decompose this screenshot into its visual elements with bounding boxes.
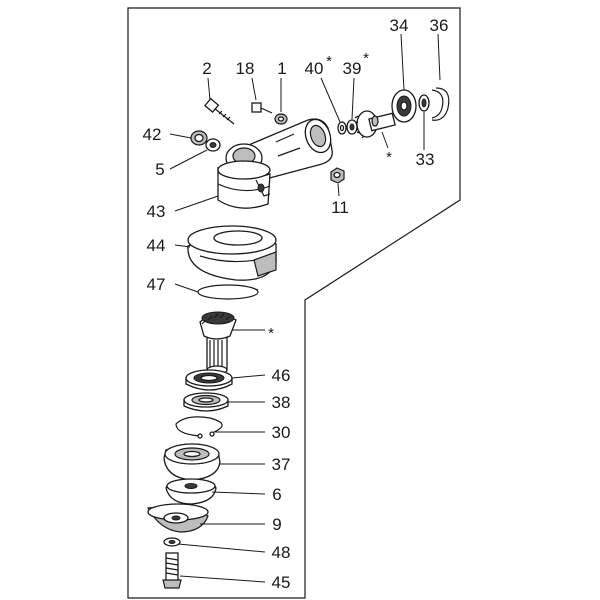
- circlip-47: [197, 284, 259, 300]
- callout-39-star: *: [363, 50, 369, 67]
- callout-39: 39: [343, 59, 362, 78]
- washer-40: [337, 121, 347, 135]
- circlip-30: [175, 416, 223, 439]
- bearing-34: [391, 89, 417, 123]
- circlip-36: [431, 87, 450, 121]
- gear-housing-43: [217, 118, 333, 209]
- bevel-gear: [199, 311, 237, 375]
- callout-40-star: *: [326, 53, 332, 70]
- washer-48: [163, 537, 181, 547]
- bolt-45: [162, 552, 182, 589]
- disc-6: [165, 478, 217, 505]
- leader-lines: [169, 33, 441, 583]
- screw-2: [204, 97, 235, 125]
- cup-9: [147, 503, 209, 533]
- callout-46: 46: [272, 366, 291, 385]
- pinion-star: *: [386, 149, 392, 166]
- callout-30: 30: [272, 423, 291, 442]
- callout-5: 5: [155, 160, 164, 179]
- washer-39: [346, 119, 358, 135]
- pinion-gear: [354, 110, 396, 139]
- callout-1: 1: [277, 59, 286, 78]
- callout-44: 44: [147, 236, 166, 255]
- callout-33: 33: [416, 150, 435, 169]
- callout-37: 37: [272, 455, 291, 474]
- washer-5: [205, 138, 221, 152]
- nut-11: [330, 167, 345, 184]
- callout-45: 45: [272, 573, 291, 592]
- bearing-46: [185, 369, 233, 391]
- callout-36: 36: [430, 16, 449, 35]
- bevel-gear-star: *: [268, 325, 274, 342]
- callout-11: 11: [331, 198, 349, 217]
- callout-48: 48: [272, 543, 291, 562]
- washer-42: [190, 130, 208, 146]
- callout-18: 18: [236, 59, 255, 78]
- callout-2: 2: [202, 59, 211, 78]
- flange-37: [163, 443, 221, 481]
- callout-6: 6: [272, 485, 281, 504]
- bearing-38: [183, 392, 229, 412]
- callout-9: 9: [272, 515, 281, 534]
- diagram-frame: [127, 7, 461, 599]
- callout-34: 34: [390, 16, 409, 35]
- callout-47: 47: [147, 275, 166, 294]
- nut-1: [274, 113, 288, 125]
- ring-33: [418, 94, 430, 112]
- callout-43: 43: [147, 202, 166, 221]
- cover-44: [187, 225, 277, 281]
- callout-42: 42: [143, 125, 162, 144]
- callout-labels: 2 18 1 40 * 39 * 34 36 42 5 * 33 43 11 4…: [143, 16, 449, 592]
- callout-40: 40: [305, 59, 324, 78]
- callout-38: 38: [272, 393, 291, 412]
- screw-18: [251, 102, 273, 114]
